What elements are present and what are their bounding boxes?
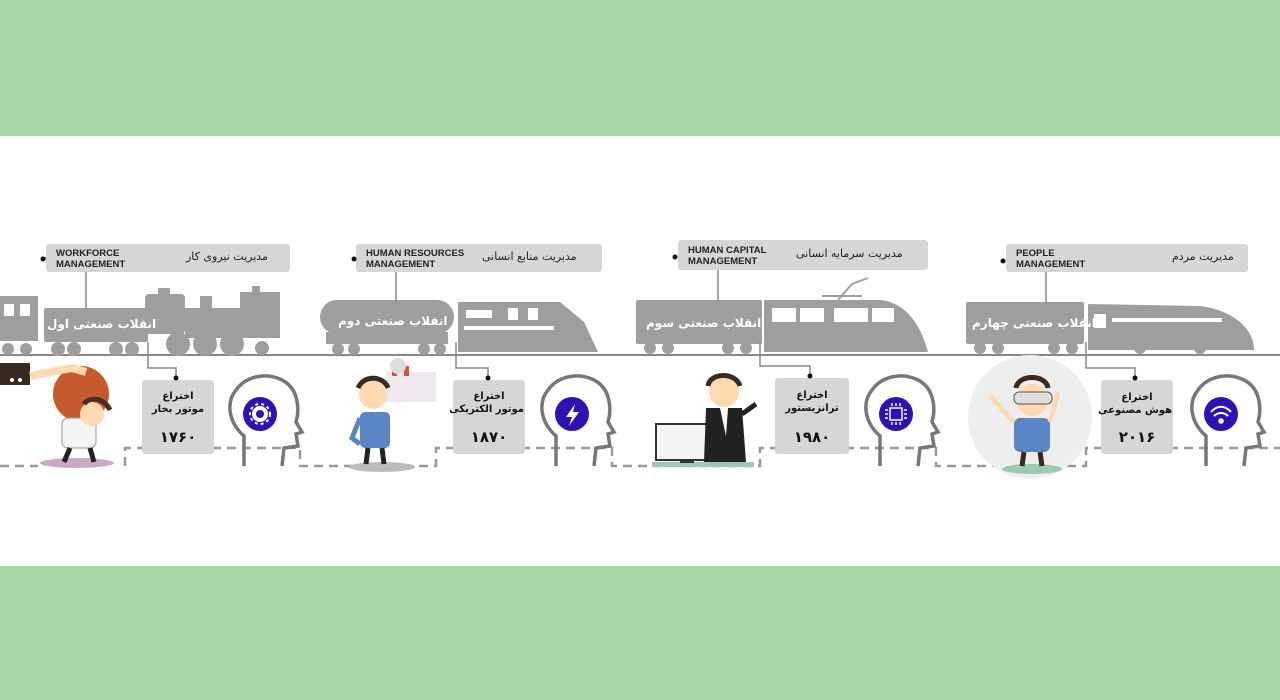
stage-2-invention-name: موتور الکتریکی <box>449 404 524 415</box>
dashed-path <box>0 446 1280 468</box>
stage-4-year: ۲۰۱۶ <box>1118 428 1156 446</box>
character-2 <box>348 358 436 472</box>
invention-box-4 <box>1101 380 1173 454</box>
character-4 <box>968 355 1092 479</box>
stage-2-title-fa: مدیریت منابع انسانی <box>482 250 577 263</box>
stage-4-title-fa: مدیریت مردم <box>1172 250 1234 263</box>
head-outline-1 <box>228 374 305 467</box>
stage-1-invention-label: اختراع <box>162 391 194 402</box>
bottom-green-band <box>0 566 1280 700</box>
stage-4-title-en: PEOPLE MANAGEMENT <box>1016 248 1086 270</box>
character-1 <box>0 363 114 468</box>
head-outline-4 <box>1190 374 1267 467</box>
head-outline-3 <box>864 374 941 467</box>
stage-1-title-fa: مدیریت نیروی کار <box>186 250 268 263</box>
top-green-band <box>0 0 1280 136</box>
title-box-2 <box>356 244 602 272</box>
wifi-icon <box>1210 405 1232 424</box>
steam-locomotive <box>145 286 280 356</box>
stage-3-invention-label: اختراع <box>796 390 828 401</box>
stage-3-revolution: انقلاب صنعتی سوم <box>646 316 762 330</box>
icon-circle-1 <box>243 397 277 431</box>
stage-3-title-en: HUMAN CAPITAL MANAGEMENT <box>688 245 767 267</box>
stage-1-title-en: WORKFORCE MANAGEMENT <box>56 248 126 270</box>
train-4-car <box>966 302 1084 354</box>
stage-3-invention-name: ترانزیستور <box>785 403 839 414</box>
train-1-car <box>44 308 148 356</box>
stage-2-title-en: HUMAN RESOURCES MANAGEMENT <box>366 248 465 270</box>
icon-circle-3 <box>879 397 913 431</box>
train-3-car <box>636 300 762 354</box>
gear-icon <box>249 403 271 425</box>
timeline-infographic: مدیریت نیروی کار WORKFORCE MANAGEMENT ان… <box>0 136 1280 566</box>
title-box-1 <box>46 244 290 272</box>
head-outline-2 <box>540 374 617 467</box>
stage-3-year: ۱۹۸۰ <box>793 428 831 446</box>
stage-1-year: ۱۷۶۰ <box>159 428 197 446</box>
stage-3-title-fa: مدیریت سرمایه انسانی <box>796 247 903 260</box>
invention-box-1 <box>142 380 214 454</box>
lightning-icon <box>566 404 579 426</box>
wagon-left <box>0 296 38 355</box>
invention-box-2 <box>453 380 525 454</box>
stage-2-invention-label: اختراع <box>473 391 505 402</box>
stage-4-invention-name: هوش مصنوعی <box>1098 405 1172 416</box>
title-box-3 <box>678 240 928 270</box>
diesel-locomotive <box>458 302 598 352</box>
stage-4-revolution: انقلاب صنعتی چهارم <box>972 316 1096 330</box>
electric-train <box>764 277 928 352</box>
tanker-car <box>320 300 454 355</box>
title-box-4 <box>1006 244 1248 272</box>
timeline-art <box>0 240 1280 479</box>
bullet-train <box>1088 304 1254 354</box>
stage-2-revolution: انقلاب صنعتی دوم <box>338 314 448 328</box>
stage-2-year: ۱۸۷۰ <box>470 428 508 446</box>
stage-1-invention-name: موتور بخار <box>151 404 205 415</box>
chip-icon <box>885 403 907 425</box>
stage-1-revolution: انقلاب صنعتی اول <box>47 317 157 331</box>
character-3 <box>652 373 758 467</box>
invention-box-3 <box>775 378 849 454</box>
stage-4-invention-label: اختراع <box>1121 392 1153 403</box>
